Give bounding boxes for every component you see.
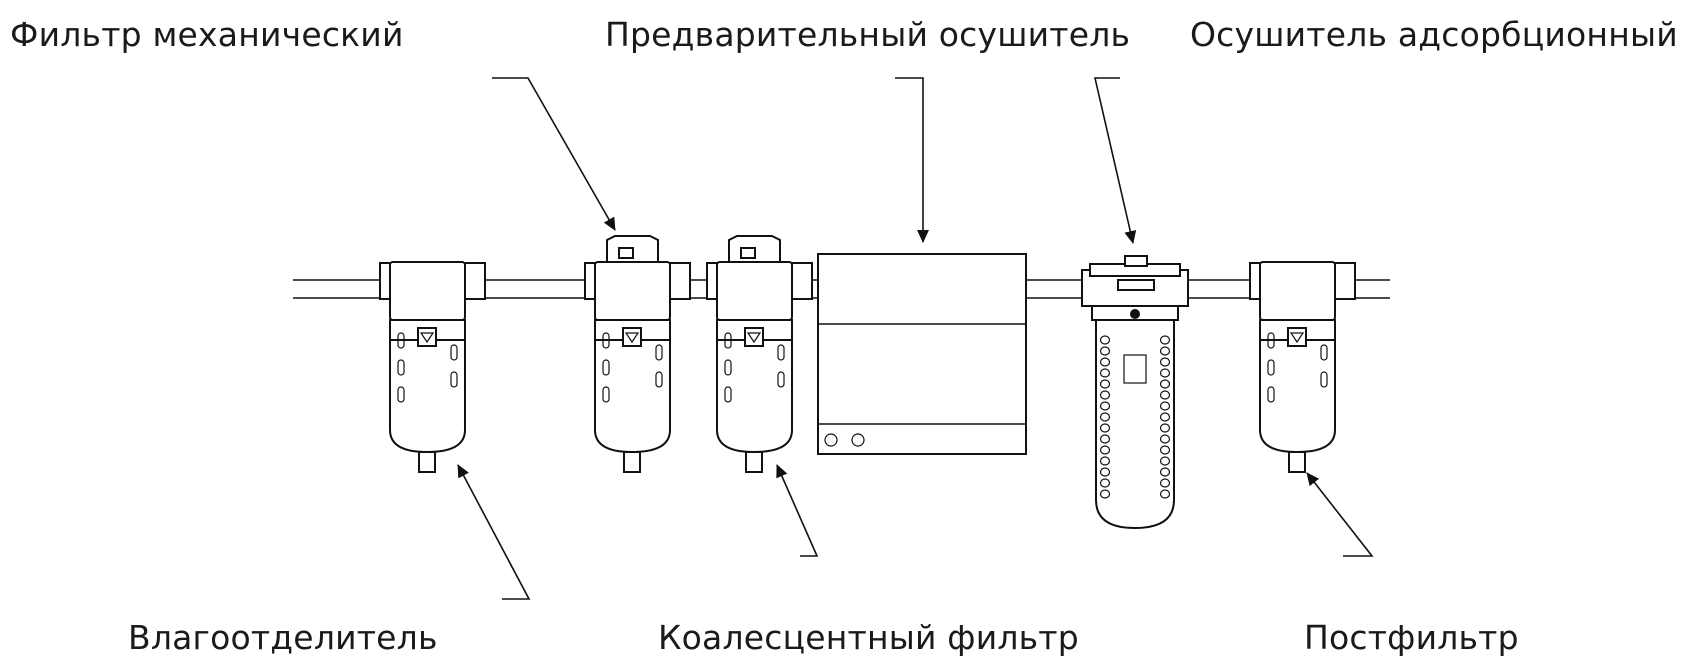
vent-hole — [1159, 346, 1171, 356]
vent-hole — [1159, 467, 1171, 477]
moisture-separator-unit — [379, 261, 486, 473]
vent-hole — [1159, 489, 1171, 499]
vent-hole — [1159, 434, 1171, 444]
vent-hole — [1159, 390, 1171, 400]
vent-hole — [1159, 456, 1171, 466]
leader-coalescent-filter — [776, 464, 819, 557]
leader-adsorption-dryer — [1093, 77, 1137, 244]
leader-pre-dryer — [895, 77, 929, 243]
vent-hole — [1159, 379, 1171, 389]
vent-hole — [1159, 478, 1171, 488]
mechanical-filter-unit — [584, 235, 691, 473]
label-pre-dryer: Предварительный осушитель — [605, 15, 1131, 54]
vent-hole — [1099, 478, 1111, 488]
coalescent-filter-unit — [706, 235, 813, 473]
vent-hole — [1099, 368, 1111, 378]
vent-hole — [1099, 346, 1111, 356]
leader-filter-mechanical — [492, 77, 616, 231]
label-filter-mechanical: Фильтр механический — [10, 15, 404, 54]
label-adsorption-dryer: Осушитель адсорбционный — [1190, 15, 1678, 54]
vent-hole — [1159, 357, 1171, 367]
vent-hole — [1099, 456, 1111, 466]
vent-hole — [1099, 445, 1111, 455]
vent-hole — [1159, 368, 1171, 378]
vent-holes-left — [1099, 335, 1111, 499]
vent-holes-right — [1159, 335, 1171, 499]
vent-hole — [1099, 357, 1111, 367]
vent-hole — [1099, 467, 1111, 477]
vent-hole — [1099, 434, 1111, 444]
post-filter-unit — [1249, 261, 1356, 473]
vent-hole — [1099, 423, 1111, 433]
vent-hole — [1159, 335, 1171, 345]
vent-hole — [1099, 335, 1111, 345]
label-moisture-separator: Влагоотделитель — [128, 618, 438, 657]
pre-dryer-unit — [817, 253, 1027, 455]
vent-hole — [1159, 401, 1171, 411]
vent-hole — [1099, 379, 1111, 389]
vent-hole — [1099, 489, 1111, 499]
leader-moisture-separator — [457, 464, 531, 600]
leader-post-filter — [1306, 472, 1374, 557]
vent-hole — [1159, 423, 1171, 433]
vent-hole — [1099, 401, 1111, 411]
label-coalescent-filter: Коалесцентный фильтр — [658, 618, 1079, 657]
adsorption-dryer-unit — [1081, 255, 1189, 530]
vent-hole — [1159, 412, 1171, 422]
label-post-filter: Постфильтр — [1304, 618, 1519, 657]
vent-hole — [1099, 390, 1111, 400]
vent-hole — [1159, 445, 1171, 455]
vent-hole — [1099, 412, 1111, 422]
